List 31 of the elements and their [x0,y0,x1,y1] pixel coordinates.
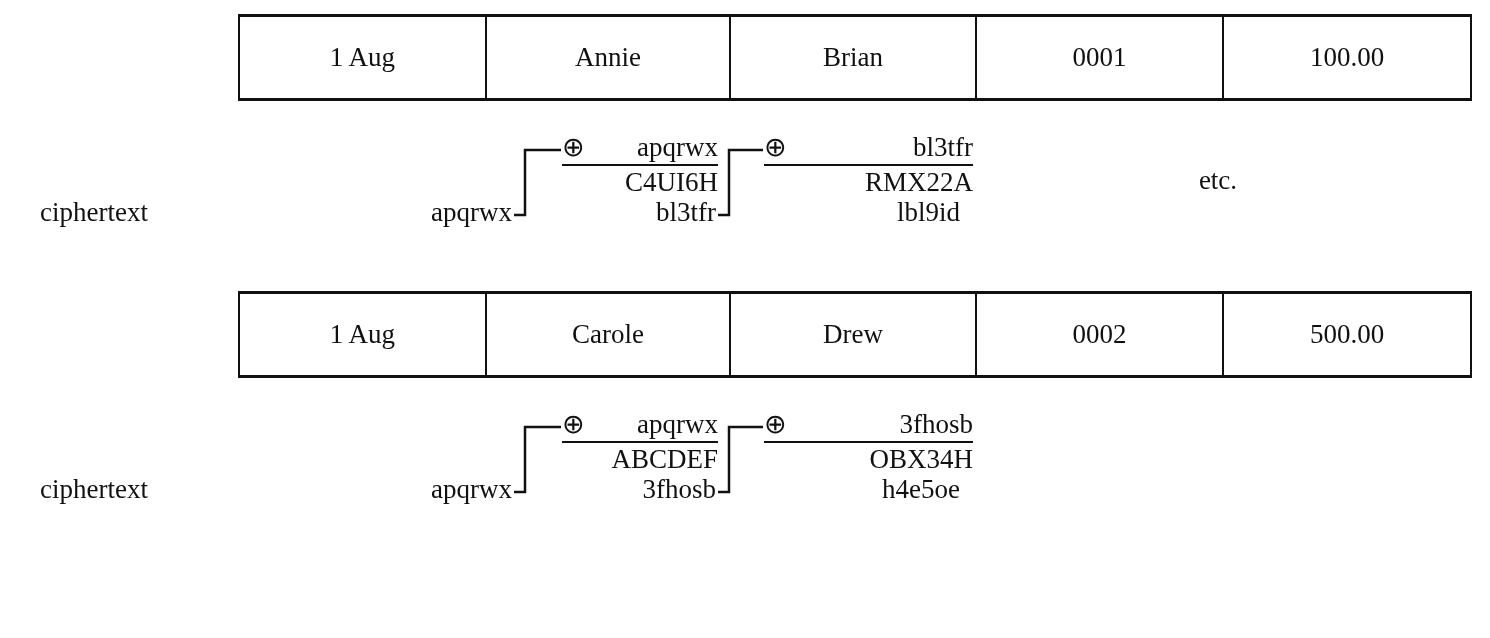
row-label: ciphertext [40,198,148,226]
note-text: etc. [1198,166,1238,194]
ciphertext-text: lbl9id [897,198,960,226]
xor-operand: ⊕ 3fhosb [764,411,973,443]
connector-line [718,148,763,217]
ciphertext-text: apqrwx [431,198,512,226]
xor-operand: ⊕ apqrwx [562,134,718,166]
ciphertext-text: apqrwx [431,475,512,503]
table-cell: Annie [485,14,729,101]
ciphertext-text: h4e5oe [882,475,960,503]
row-label: ciphertext [40,475,148,503]
connector-line [718,425,763,494]
xor-operand: ⊕ apqrwx [562,411,718,443]
table-cell: 100.00 [1222,14,1472,101]
xor-result: C4UI6H [624,166,718,196]
table-cell: Brian [729,14,975,101]
table-cell: Carole [485,291,729,378]
connector-line [514,148,561,217]
xor-result: ABCDEF [610,443,718,473]
table-cell: 0002 [975,291,1222,378]
table-cell: 500.00 [1222,291,1472,378]
connector-line [514,425,561,494]
xor-operand: ⊕ bl3tfr [764,134,973,166]
ciphertext-text: bl3tfr [656,198,716,226]
table-cell: 0001 [975,14,1222,101]
ciphertext-text: 3fhosb [642,475,716,503]
table-cell: 1 Aug [238,291,485,378]
xor-result: RMX22A [864,166,973,196]
table-cell: Drew [729,291,975,378]
xor-result: OBX34H [868,443,973,473]
table-cell: 1 Aug [238,14,485,101]
